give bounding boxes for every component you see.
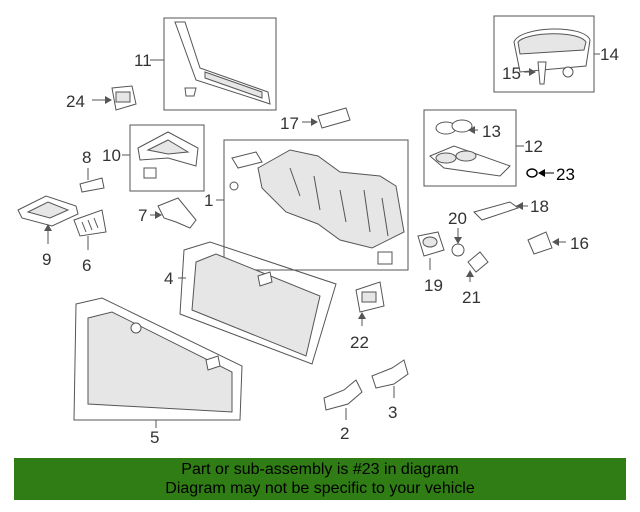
callout-12: 12 <box>524 137 543 156</box>
part-15-screw <box>537 61 574 85</box>
part-4-side-panel <box>179 241 337 365</box>
callout-23: 23 <box>556 165 575 184</box>
callout-7: 7 <box>138 206 147 225</box>
callout-15: 15 <box>502 64 521 83</box>
callout-3: 3 <box>388 403 397 422</box>
callout-14: 14 <box>600 45 619 64</box>
callout-17: 17 <box>280 114 299 133</box>
part-2-bracket <box>323 379 363 411</box>
footer-banner: Part or sub-assembly is #23 in diagram D… <box>14 458 626 500</box>
parts-diagram: 11 24 10 8 9 6 7 <box>17 15 619 447</box>
part-11-trim-rail <box>163 17 277 111</box>
part-6-grille <box>73 209 107 237</box>
part-24-switch <box>111 85 137 111</box>
callout-22: 22 <box>350 333 369 352</box>
part-19-socket <box>417 231 445 257</box>
callout-6: 6 <box>82 256 91 275</box>
footer-line-2: Diagram may not be specific to your vehi… <box>165 480 475 497</box>
part-3-bracket <box>371 359 409 389</box>
callout-5: 5 <box>150 428 159 447</box>
part-22-outlet <box>355 281 385 313</box>
part-7-bracket <box>157 197 197 229</box>
part-14-armrest-lid <box>493 15 595 93</box>
part-1-console-frame <box>223 139 409 271</box>
part-21-bracket <box>467 251 489 273</box>
callout-10: 10 <box>102 146 121 165</box>
part-18-strip <box>473 201 520 221</box>
callout-4: 4 <box>164 269 173 288</box>
callout-18: 18 <box>530 197 549 216</box>
part-10-bracket <box>129 124 205 192</box>
part-9-panel <box>17 195 79 227</box>
callout-11: 11 <box>134 51 152 70</box>
part-8-clip <box>79 177 105 193</box>
part-17-plate <box>317 107 351 129</box>
callout-13: 13 <box>482 122 501 141</box>
callout-20: 20 <box>448 209 467 228</box>
callout-21: 21 <box>462 288 481 307</box>
part-23-o-ring <box>526 168 538 178</box>
callout-1: 1 <box>204 191 213 210</box>
callout-8: 8 <box>82 148 91 167</box>
part-12-cup-holder <box>423 109 517 187</box>
part-5-lower-panel <box>73 297 243 421</box>
callout-16: 16 <box>570 234 589 253</box>
part-20-knob <box>451 243 465 257</box>
callout-24: 24 <box>66 92 85 111</box>
callout-2: 2 <box>340 424 349 443</box>
callout-9: 9 <box>42 250 51 269</box>
part-16-cover <box>527 231 553 255</box>
footer-line-1: Part or sub-assembly is #23 in diagram <box>181 461 459 478</box>
callout-19: 19 <box>424 276 443 295</box>
